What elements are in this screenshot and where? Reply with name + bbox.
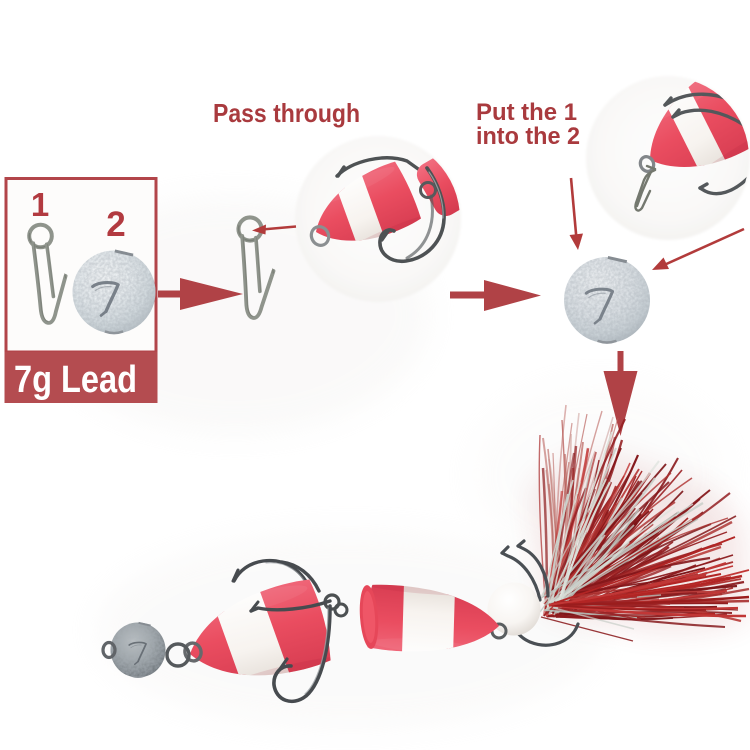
svg-text:2: 2: [106, 205, 125, 244]
svg-text:into the 2: into the 2: [476, 123, 580, 150]
svg-text:Pass through: Pass through: [213, 98, 360, 128]
svg-text:1: 1: [31, 186, 49, 223]
svg-text:Put the 1: Put the 1: [476, 99, 577, 126]
svg-text:7g Lead: 7g Lead: [14, 359, 137, 401]
